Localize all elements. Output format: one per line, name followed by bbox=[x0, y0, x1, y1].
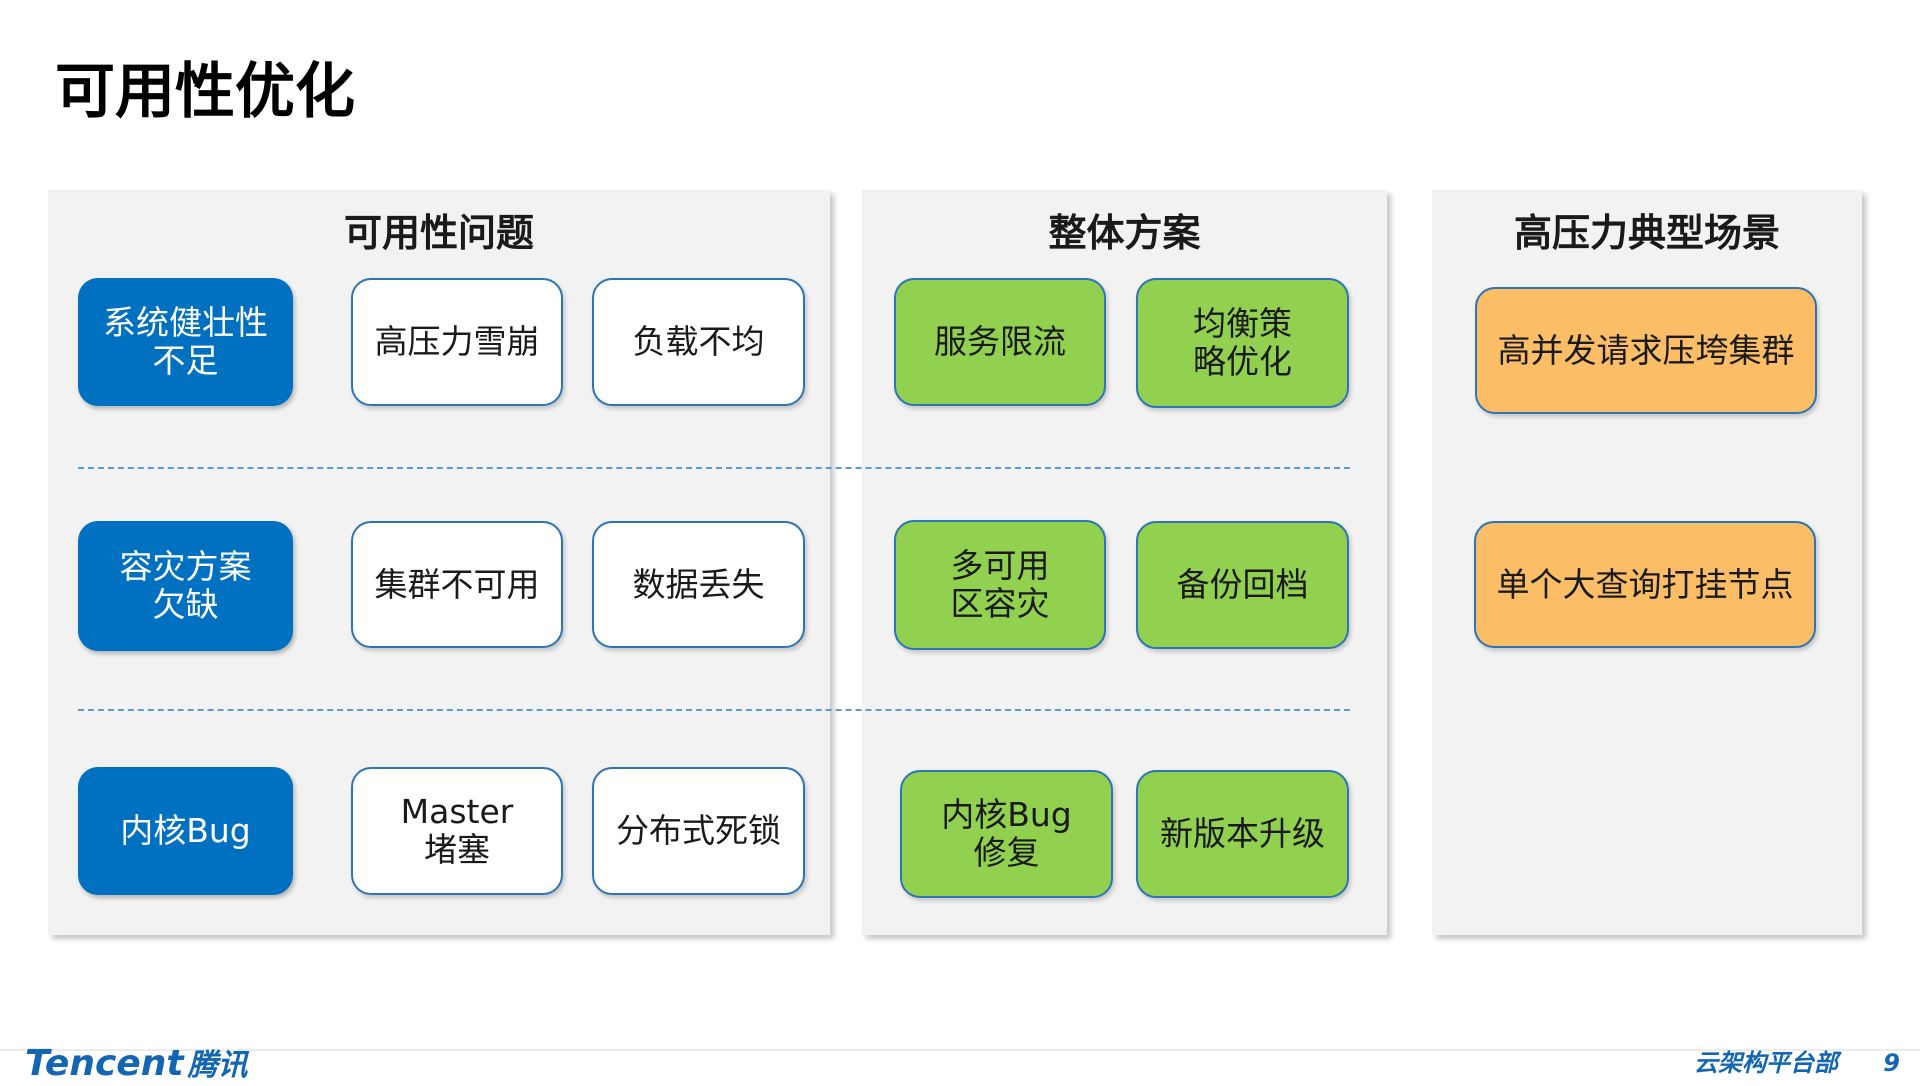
solution-box: 服务限流 bbox=[894, 278, 1106, 406]
scenario-box: 单个大查询打挂节点 bbox=[1474, 521, 1816, 648]
solution-box: 备份回档 bbox=[1136, 521, 1349, 649]
problem-box: 分布式死锁 bbox=[592, 767, 805, 895]
row-separator bbox=[78, 709, 1350, 711]
solution-box: 均衡策 略优化 bbox=[1136, 278, 1349, 408]
department-label: 云架构平台部 bbox=[1694, 1049, 1838, 1077]
scenario-box: 高并发请求压垮集群 bbox=[1475, 287, 1817, 414]
problem-box: 负载不均 bbox=[592, 278, 805, 406]
problem-box: 集群不可用 bbox=[351, 521, 563, 648]
category-box: 内核Bug bbox=[78, 767, 293, 895]
solution-box: 多可用 区容灾 bbox=[894, 520, 1106, 650]
problem-box: 高压力雪崩 bbox=[351, 278, 563, 406]
solution-box: 内核Bug 修复 bbox=[900, 770, 1113, 898]
logo-cn-text: 腾讯 bbox=[187, 1048, 248, 1083]
problem-box: Master 堵塞 bbox=[351, 767, 563, 895]
solution-box: 新版本升级 bbox=[1136, 770, 1349, 898]
logo-text: Tencent bbox=[25, 1043, 184, 1084]
category-box: 容灾方案 欠缺 bbox=[78, 521, 293, 651]
category-box: 系统健壮性 不足 bbox=[78, 278, 293, 406]
problem-box: 数据丢失 bbox=[592, 521, 805, 648]
problems-heading: 可用性问题 bbox=[343, 211, 534, 255]
slide-title: 可用性优化 bbox=[55, 57, 355, 127]
solutions-heading: 整体方案 bbox=[1048, 211, 1201, 255]
page-number: 9 bbox=[1883, 1049, 1900, 1077]
scenarios-heading: 高压力典型场景 bbox=[1513, 211, 1780, 255]
footer-divider bbox=[0, 1049, 1920, 1051]
row-separator bbox=[78, 467, 1350, 469]
